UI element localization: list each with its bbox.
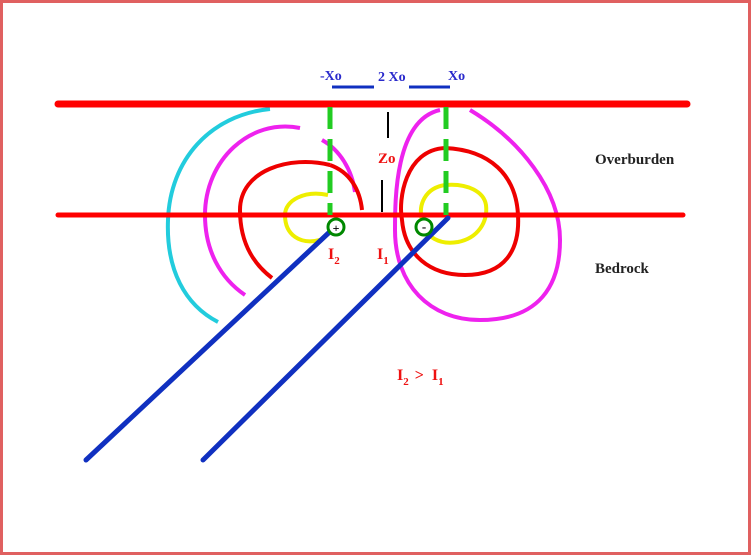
minus-sign: - xyxy=(422,219,426,234)
contour-magenta-left xyxy=(202,124,301,297)
label-2xo: 2 Xo xyxy=(378,70,406,85)
contour-cyan xyxy=(165,107,271,324)
label-current-1: I1 xyxy=(377,246,389,267)
contour-yellow-right xyxy=(419,182,489,245)
contour-red-right xyxy=(399,145,521,278)
label-current-relation: I2>I1 xyxy=(397,367,444,388)
conductor-left xyxy=(83,223,339,463)
label-overburden: Overburden xyxy=(595,152,675,168)
electrode-positive xyxy=(326,217,346,237)
contour-magenta-right xyxy=(392,108,563,323)
contour-red-left xyxy=(237,160,331,280)
label-bedrock: Bedrock xyxy=(595,261,650,277)
contour-red-left-close xyxy=(329,163,364,211)
plus-sign: + xyxy=(333,221,340,235)
label-current-2: I2 xyxy=(328,246,340,267)
conductor-right xyxy=(200,215,451,463)
electrode-negative xyxy=(414,217,434,237)
label-neg-xo: -Xo xyxy=(320,69,342,84)
label-xo: Xo xyxy=(448,69,465,84)
label-zo: Zo xyxy=(378,151,396,167)
